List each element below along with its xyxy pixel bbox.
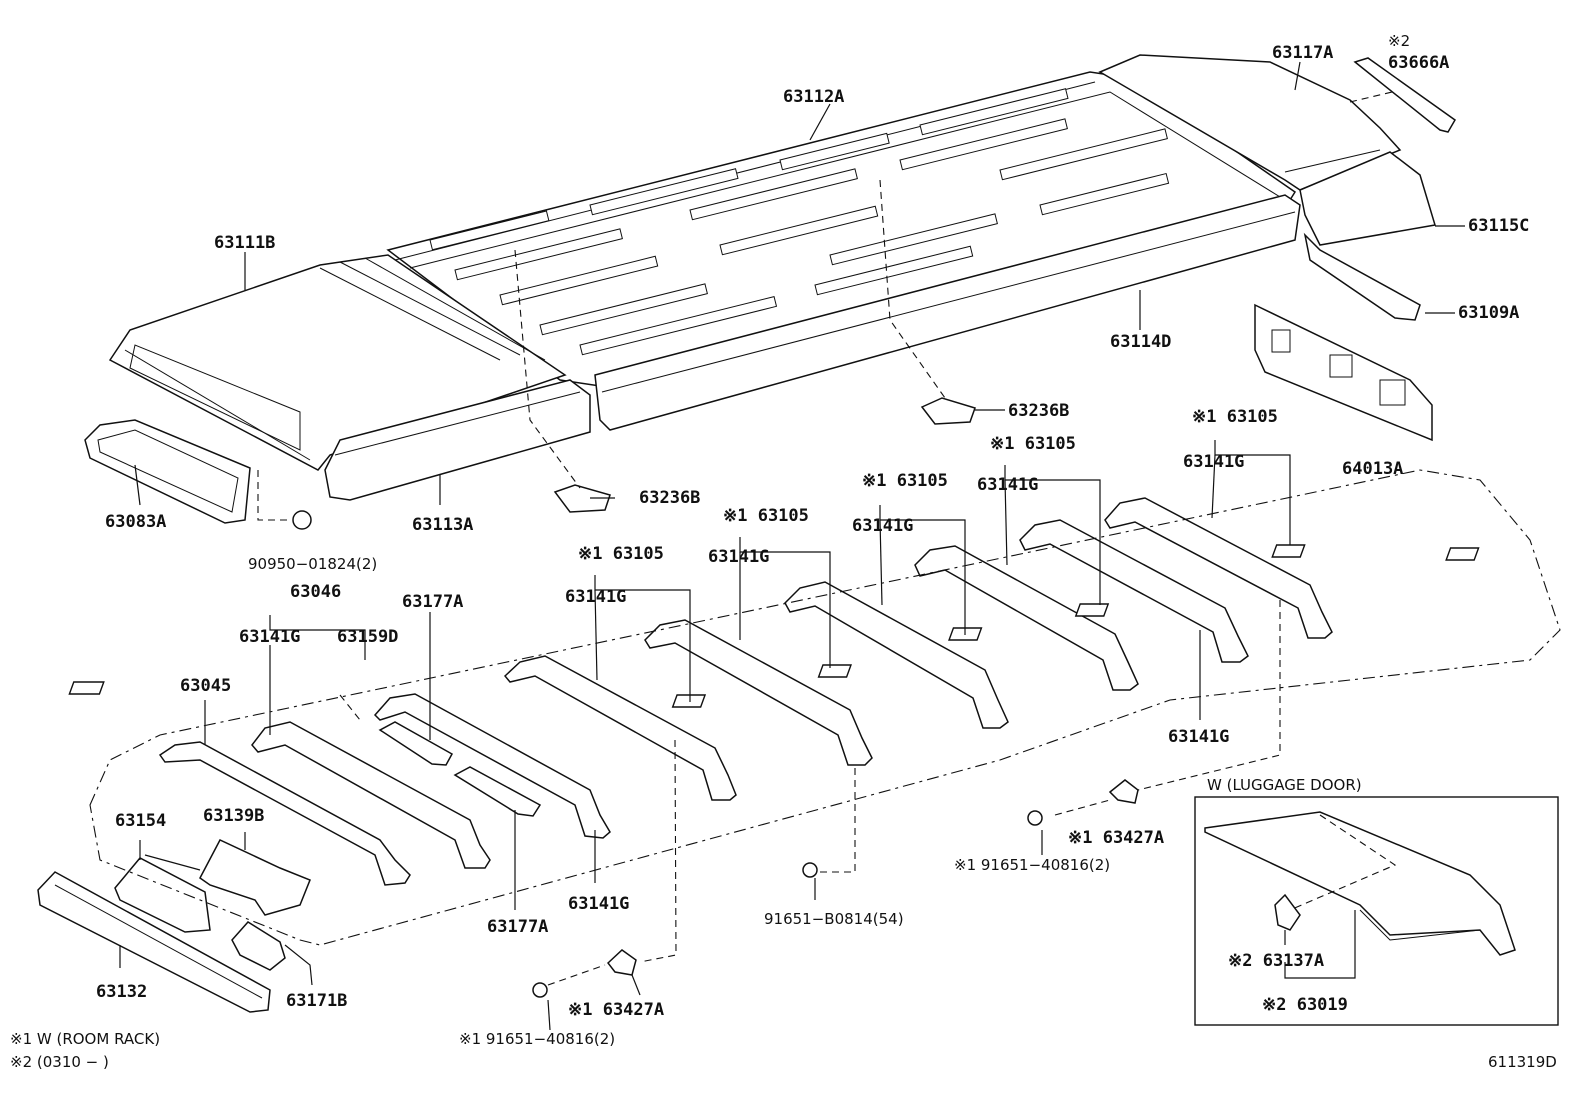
luggage-door-panel	[1204, 811, 1516, 956]
bracket-63236B-lower	[553, 484, 611, 513]
label-63141G-e: 63141G	[565, 587, 626, 607]
front-brace-63171B	[231, 921, 286, 971]
roof-bow-5	[644, 619, 873, 766]
label-63045: 63045	[180, 676, 231, 696]
label-63083A: 63083A	[105, 512, 166, 532]
inset-frame	[1194, 796, 1559, 1026]
luggage-door-stopper	[1274, 893, 1301, 931]
label-63113A: 63113A	[412, 515, 473, 535]
part-labels: 63112A 63117A ※2 63666A 63115C 63111B 63…	[96, 32, 1529, 1048]
label-91651-40816-right: ※1 91651−40816(2)	[954, 856, 1110, 874]
back-door-panel	[1254, 303, 1433, 442]
label-63154: 63154	[115, 811, 166, 831]
front-lower-parts	[37, 839, 311, 1013]
inset-title: W (LUGGAGE DOOR)	[1207, 776, 1362, 794]
footnote-2: ※2 (0310 − )	[10, 1053, 109, 1071]
label-63115C: 63115C	[1468, 216, 1529, 236]
reinforcement-63177A-lower	[453, 766, 542, 817]
label-63114D: 63114D	[1110, 332, 1171, 352]
label-63427A-right: ※1 63427A	[1068, 828, 1164, 848]
label-64013A: 64013A	[1342, 459, 1403, 479]
label-90950-01824: 90950−01824(2)	[248, 555, 377, 573]
rear-strip-piece	[1353, 57, 1456, 133]
leader-lines	[119, 61, 1465, 1031]
roof-bows	[68, 497, 1480, 886]
rear-side-strip	[1303, 232, 1421, 321]
label-63112A: 63112A	[783, 87, 844, 107]
label-63236B-upper: 63236B	[1008, 401, 1069, 421]
label-63117A: 63117A	[1272, 43, 1333, 63]
label-63139B: 63139B	[203, 806, 264, 826]
roof-bow-6	[784, 581, 1009, 729]
phantom-lines	[89, 91, 1561, 986]
label-63132: 63132	[96, 982, 147, 1002]
label-63427A-left: ※1 63427A	[568, 1000, 664, 1020]
roof-bow-8	[1019, 519, 1249, 663]
label-63141G-a: 63141G	[1183, 452, 1244, 472]
rear-corner-panel	[1299, 151, 1436, 246]
bolt-91651-B0814	[802, 862, 818, 878]
label-63141G-g: 63141G	[1168, 727, 1229, 747]
label-63046: 63046	[290, 582, 341, 602]
front-brace-63139B	[199, 839, 311, 916]
bolt-91651-40816-left	[532, 982, 548, 998]
label-91651-40816-left: ※1 91651−40816(2)	[459, 1030, 615, 1048]
label-63111B: 63111B	[214, 233, 275, 253]
clip-63427A-right	[1108, 779, 1139, 804]
label-63666A-note: ※2	[1388, 32, 1410, 50]
label-63177A-upper: 63177A	[402, 592, 463, 612]
label-91651-B0814: 91651−B0814(54)	[764, 910, 904, 928]
bolt-91651-40816-right	[1027, 810, 1043, 826]
label-63141G-d: 63141G	[708, 547, 769, 567]
roof-bow-3	[373, 693, 611, 839]
fasteners	[532, 779, 1139, 998]
footnote-1: ※1 W (ROOM RACK)	[10, 1030, 160, 1048]
label-63105-d: ※1 63105	[723, 506, 809, 526]
label-63105-b: ※1 63105	[990, 434, 1076, 454]
roof-bow-9	[1104, 497, 1333, 639]
label-63105-e: ※1 63105	[578, 544, 664, 564]
label-63019: ※2 63019	[1262, 995, 1348, 1015]
label-63141G-c: 63141G	[852, 516, 913, 536]
label-63137A: ※2 63137A	[1228, 951, 1324, 971]
inset-luggage-door: W (LUGGAGE DOOR)	[1194, 776, 1559, 1026]
front-roof-rail	[324, 379, 591, 501]
figure-reference: 611319D	[1488, 1053, 1557, 1071]
clip-63427A-left	[606, 949, 637, 976]
label-63236B-lower: 63236B	[639, 488, 700, 508]
label-63141G-f: 63141G	[239, 627, 300, 647]
label-63105-a: ※1 63105	[1192, 407, 1278, 427]
label-63105-c: ※1 63105	[862, 471, 948, 491]
roof-bow-2	[251, 721, 491, 869]
footnotes: ※1 W (ROOM RACK) ※2 (0310 − ) 611319D	[10, 1030, 1557, 1071]
front-roof-header	[108, 254, 567, 471]
label-63666A: 63666A	[1388, 53, 1449, 73]
bracket-63236B-upper	[920, 397, 976, 425]
label-63141G-b: 63141G	[977, 475, 1038, 495]
label-63171B: 63171B	[286, 991, 347, 1011]
label-63109A: 63109A	[1458, 303, 1519, 323]
clip-90950	[292, 510, 312, 530]
roof-bow-1	[158, 741, 411, 886]
rack-slots	[429, 88, 1170, 356]
reinforcement-63177A-upper	[378, 721, 454, 766]
roof-bow-4	[503, 655, 737, 801]
front-gasket	[84, 419, 251, 524]
rear-roof-panel	[1098, 54, 1402, 191]
roof-panel-drawing	[84, 54, 1456, 530]
label-63177A-lower: 63177A	[487, 917, 548, 937]
label-63159D: 63159D	[337, 627, 398, 647]
side-roof-rail	[594, 194, 1301, 431]
label-63141G-h: 63141G	[568, 894, 629, 914]
